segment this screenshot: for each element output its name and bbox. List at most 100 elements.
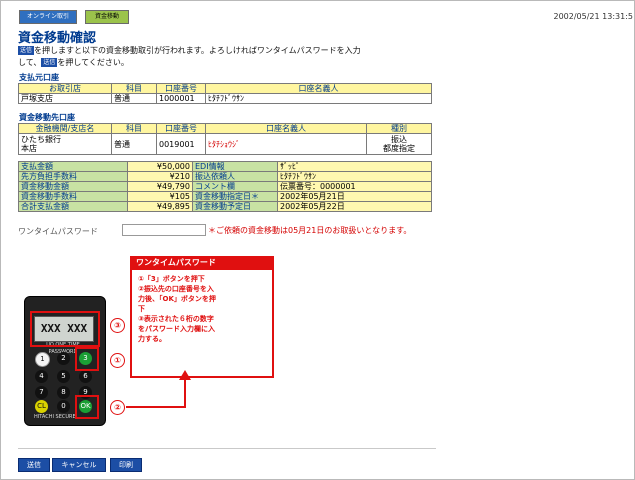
instruction-line-1: を押しますと以下の資金移動取引が行われます。よろしければワンタイムパスワードを入… [34, 46, 361, 55]
source-branch: 戸塚支店 [18, 93, 112, 104]
instruction-line-2b: を押してください。 [57, 58, 129, 67]
summary-label: 先方負担手数料 [18, 171, 128, 182]
page-title: 資金移動確認 [18, 31, 97, 46]
token-key-7: 7 [35, 386, 48, 399]
summary-label: 支払金額 [18, 161, 128, 172]
dest-header-holder: 口座名義人 [205, 123, 367, 134]
source-holder: ﾋﾀﾁﾌﾄﾞｳｻﾝ [205, 93, 432, 104]
summary-label: コメント欄 [192, 181, 278, 192]
print-button[interactable]: 印刷 [110, 458, 142, 472]
callout-title: ワンタイムパスワード [130, 256, 274, 270]
summary-value: 伝票番号：0000001 [277, 181, 432, 192]
dest-header-kind: 種別 [366, 123, 432, 134]
source-account-table: お取引店 科目 口座番号 口座名義人 戸塚支店 普通 1000001 ﾋﾀﾁﾌﾄ… [18, 83, 432, 104]
dest-kind: 振込 都度指定 [366, 133, 432, 155]
timestamp: 2002/05/21 13:31:5 [553, 12, 634, 21]
summary-row: 資金移動手数料 ¥105 資金移動指定日＊ 2002年05月21日 [18, 191, 432, 202]
summary-label: 合計支払金額 [18, 201, 128, 212]
summary-row: 支払金額 ¥50,000 EDI情報 ｻﾞｯﾋﾟ [18, 161, 432, 172]
source-account-title: 支払元口座 [19, 73, 59, 82]
dest-kind-1: 振込 [391, 135, 407, 144]
summary-label: EDI情報 [192, 161, 278, 172]
dest-header-number: 口座番号 [156, 123, 206, 134]
send-button[interactable]: 送信 [18, 458, 50, 472]
dest-holder: ﾋﾀﾁｼｮｳｼﾞ [205, 133, 367, 155]
summary-label: 資金移動金額 [18, 181, 128, 192]
dest-bank-branch: ひたち銀行 本店 [18, 133, 112, 155]
highlight-key-ok [75, 395, 99, 419]
summary-value: ﾋﾀﾁﾌﾄﾞｳｻﾝ [277, 171, 432, 182]
source-header-holder: 口座名義人 [205, 83, 432, 94]
summary-value: 2002年05月21日 [277, 191, 432, 202]
tab-fund-transfer[interactable]: 資金移動 [85, 10, 129, 24]
source-number: 1000001 [156, 93, 206, 104]
token-key-3: 3 [79, 352, 92, 365]
otp-label: ワンタイムパスワード [18, 227, 98, 236]
callout-line: 力後、「OK」ボタンを押 [138, 295, 216, 303]
callout-line: をパスワード入力欄に入 [138, 325, 215, 333]
callout-line: 下 [138, 305, 145, 313]
callout-line: 力する。 [138, 335, 166, 343]
summary-value: ¥210 [127, 171, 193, 182]
token-key-0: 0 [57, 400, 70, 413]
token-key-clear: CL [35, 400, 48, 413]
summary-row: 先方負担手数料 ¥210 振込依頼人 ﾋﾀﾁﾌﾄﾞｳｻﾝ [18, 171, 432, 182]
dest-header-type: 科目 [111, 123, 157, 134]
summary-table: 支払金額 ¥50,000 EDI情報 ｻﾞｯﾋﾟ 先方負担手数料 ¥210 振込… [18, 161, 432, 212]
token-key-ok: OK [79, 400, 92, 413]
marker-1: ① [110, 353, 125, 368]
dest-account-title: 資金移動先口座 [19, 113, 75, 122]
dest-type: 普通 [111, 133, 157, 155]
token-display: XXX XXX [34, 316, 94, 342]
token-key-2: 2 [57, 352, 70, 365]
summary-row: 合計支払金額 ¥49,895 資金移動予定日 2002年05月22日 [18, 201, 432, 212]
dest-bank: ひたち銀行 [21, 135, 61, 144]
cancel-button[interactable]: キャンセル [52, 458, 106, 472]
inline-send-button-image-1: 送信 [18, 46, 35, 55]
tab-online-transactions[interactable]: オンライン取引 [19, 10, 77, 24]
token-brand-bottom: HITACHI SECURE [34, 414, 76, 420]
callout-body: ①「3」ボタンを押下 ②振込先の口座番号を入 力後、「OK」ボタンを押 下 ③表… [138, 274, 270, 344]
summary-value: 2002年05月22日 [277, 201, 432, 212]
callout-line: ①「3」ボタンを押下 [138, 275, 205, 283]
token-key-8: 8 [57, 386, 70, 399]
summary-value: ¥50,000 [127, 161, 193, 172]
highlight-key-3 [75, 347, 99, 371]
summary-label: 資金移動指定日＊ [192, 191, 278, 202]
dest-branch: 本店 [21, 144, 37, 153]
summary-value: ¥49,895 [127, 201, 193, 212]
summary-label: 資金移動予定日 [192, 201, 278, 212]
highlight-display [30, 311, 100, 347]
marker-3: ③ [110, 318, 125, 333]
callout-line: ②振込先の口座番号を入 [138, 285, 214, 293]
source-header-type: 科目 [111, 83, 157, 94]
dest-number: 0019001 [156, 133, 206, 155]
summary-value: ¥105 [127, 191, 193, 202]
summary-value: ¥49,790 [127, 181, 193, 192]
token-key-1: 1 [35, 352, 50, 367]
otp-note: ＊ご依頼の資金移動は05月21日のお取扱いとなります。 [208, 226, 412, 235]
source-header-branch: お取引店 [18, 83, 112, 94]
instruction-line-2a: して、 [18, 58, 42, 67]
source-type: 普通 [111, 93, 157, 104]
otp-input[interactable] [122, 224, 206, 236]
footer-divider [18, 448, 436, 449]
token-key-5: 5 [57, 370, 70, 383]
dest-header-bank: 金融機関/支店名 [18, 123, 112, 134]
callout-line: ③表示された６桁の数字 [138, 315, 214, 323]
summary-label: 振込依頼人 [192, 171, 278, 182]
summary-label: 資金移動手数料 [18, 191, 128, 202]
summary-row: 資金移動金額 ¥49,790 コメント欄 伝票番号：0000001 [18, 181, 432, 192]
arrow-head-up-icon [179, 370, 191, 380]
dest-account-table: 金融機関/支店名 科目 口座番号 口座名義人 種別 ひたち銀行 本店 普通 00… [18, 123, 432, 155]
token-key-6: 6 [79, 370, 92, 383]
dest-kind-2: 都度指定 [383, 144, 415, 153]
instruction-text: 送信を押しますと以下の資金移動取引が行われます。よろしければワンタイムパスワード… [18, 45, 438, 69]
inline-send-button-image-2: 送信 [41, 58, 58, 67]
token-key-4: 4 [35, 370, 48, 383]
arrow-line-vertical [184, 378, 186, 408]
summary-value: ｻﾞｯﾋﾟ [277, 161, 432, 172]
arrow-line-horizontal [126, 406, 186, 408]
source-header-number: 口座番号 [156, 83, 206, 94]
marker-2: ② [110, 400, 125, 415]
